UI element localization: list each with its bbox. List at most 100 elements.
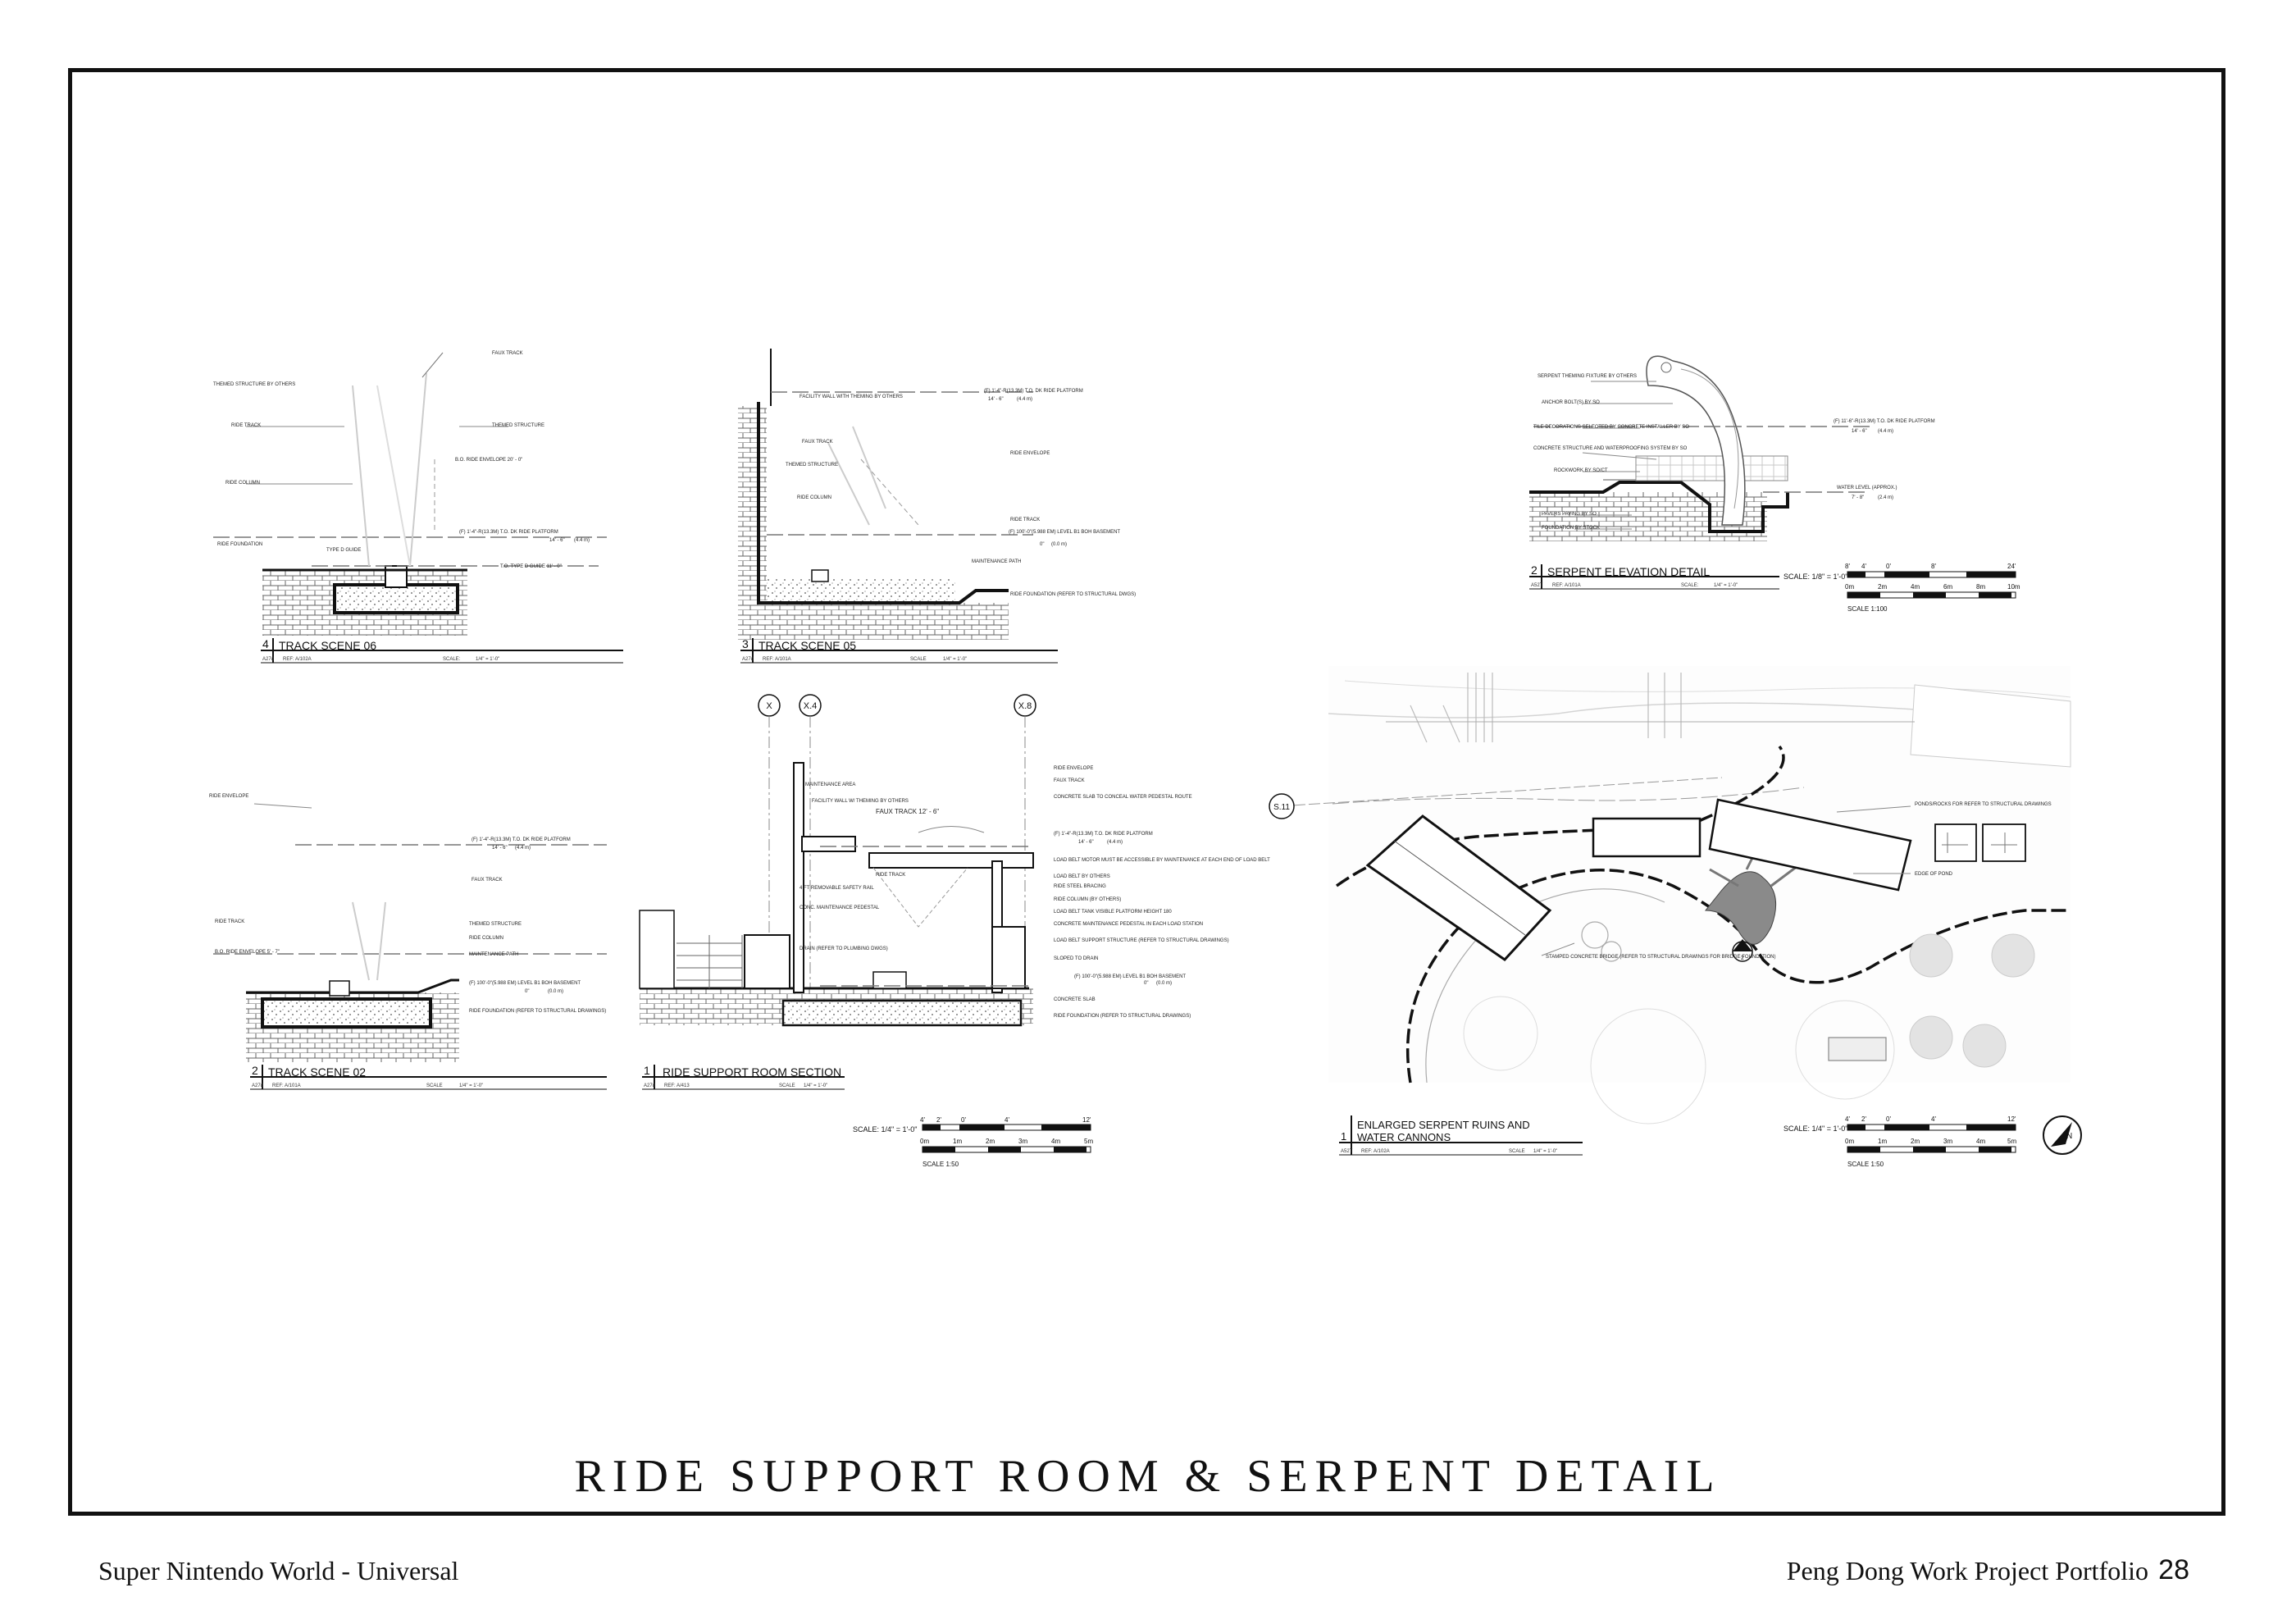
sheet-ref: A27d [644,1083,655,1088]
note: MAINTENANCE PATH [972,559,1021,564]
note: ANCHOR BOLT(S) BY SO [1542,400,1600,405]
note: 0" [1144,981,1148,986]
drawing-title: TRACK SCENE 06 [279,639,376,652]
scale-value: 1/4" = 1'-0" [476,657,499,662]
note: RIDE TRACK [876,873,905,878]
note: CONCRETE STRUCTURE AND WATERPROOFING SYS… [1533,446,1688,451]
scale-bar-label: SCALE: 1/4" = 1'-0" [1784,1124,1847,1133]
note: (4.4 m) [574,538,590,543]
note: 14' - 6" [1852,429,1867,434]
note: (F) 100'-0"(5.988 EM) LEVEL B1 BOH BASEM… [1009,530,1120,535]
note: T.O. TYPE D GUIDE 11' - 0" [500,564,562,569]
reference: REF: A/101A [272,1083,301,1088]
note: RIDE FOUNDATION (REFER TO STRUCTURAL DWG… [1010,592,1136,597]
scale-tick: 2m [986,1138,995,1145]
note: LOAD BELT MOTOR MUST BE ACCESSIBLE BY MA… [1054,858,1270,863]
footer-project-name: Super Nintendo World - Universal [98,1556,459,1585]
note: 14' - 6" [1078,840,1094,845]
note: CONCRETE SLAB [1054,997,1096,1002]
note: DRAIN (REFER TO PLUMBING DWGS) [800,947,888,951]
footer-portfolio-name: Peng Dong Work Project Portfolio [1787,1556,2196,1586]
note: B.O. RIDE ENVELOPE 5' - 7" [215,950,280,955]
drawing-title: TRACK SCENE 02 [268,1065,366,1079]
scale-tick: 1m [953,1138,962,1145]
scale-tick: 0' [1886,1115,1891,1123]
scale-tick: 0m [920,1138,929,1145]
drawing-title: TRACK SCENE 05 [758,639,856,652]
note: THEMED STRUCTURE [469,922,522,927]
scale-value: 1/4" = 1'-0" [459,1083,483,1088]
scale-tick: 4m [1976,1138,1985,1145]
note: RIDE COLUMN [226,481,260,486]
note: FAUX TRACK [802,440,833,445]
note: (4.4 m) [515,846,531,851]
note: RIDE FOUNDATION [217,542,262,547]
note: RIDE TRACK [231,423,261,428]
drawing-title-line-2: WATER CANNONS [1357,1131,1451,1143]
note: CONCRETE SLAB TO CONCEAL WATER PEDESTAL … [1054,795,1192,800]
reference: REF: A/101A [1552,583,1581,588]
scale-tick: 0m [1845,1138,1854,1145]
scale-tick: 0' [1886,563,1891,570]
sheet-ref: A52T [1341,1149,1353,1154]
note: MAINTENANCE AREA [805,782,855,787]
scale-ratio: SCALE 1:50 [1847,1161,1884,1168]
sheet-ref: A27d [252,1083,263,1088]
scale-bar: SCALE: 1/4" = 1'-0" 4' 2' 0' 4' 12' 0m 1… [853,1116,1093,1168]
note: FACILITY WALL WITH THEMING BY OTHERS [800,395,903,399]
note: SERPENT THEMING FIXTURE BY OTHERS [1538,374,1637,379]
drawing-ride-support-room-section: X X.4 X.8 RIDE ENVELOPE FAUX [639,694,1270,1168]
scale-tick: 5m [2007,1138,2016,1145]
drawing-number: 2 [1531,563,1538,577]
scale-label: SCALE [426,1083,443,1088]
scale-tick: 8m [1976,583,1985,591]
scale-tick: 12' [1082,1116,1091,1124]
scale-tick: 2m [1911,1138,1920,1145]
note: FAUX TRACK 12' - 6" [876,808,939,815]
scale-bar-label: SCALE: 1/8" = 1'-0" [1784,573,1847,581]
note: LOAD BELT SUPPORT STRUCTURE (REFER TO ST… [1054,938,1229,943]
scale-tick: 2' [1861,1115,1866,1123]
note: (4.4 m) [1017,397,1032,402]
note: FOUNDATION BY STOCK [1542,526,1600,531]
scale-tick: 4' [1931,1115,1936,1123]
note: 4 FT REMOVABLE SAFETY RAIL [800,886,874,891]
note: RIDE COLUMN [797,495,831,500]
scale-tick: 4' [1004,1116,1009,1124]
note: (0.0 m) [1156,981,1172,986]
note: 14' - 6" [492,846,508,851]
scale-label: SCALE [910,657,927,662]
scale-tick: 0' [961,1116,966,1124]
scale-tick: 5m [1084,1138,1093,1145]
scale-tick: 6m [1943,583,1952,591]
sheet-frame [68,68,2225,1516]
scale-label: SCALE: [443,657,461,662]
drawing-title-line-1: ENLARGED SERPENT RUINS AND [1357,1119,1530,1131]
scale-tick: 1m [1878,1138,1887,1145]
note: B.O. RIDE ENVELOPE 20' - 0" [455,458,522,463]
scale-ratio: SCALE 1:100 [1847,605,1888,613]
scale-bar: SCALE: 1/4" = 1'-0" 4' 2' 0' 4' 12' 0m 1… [1784,1115,2016,1168]
scale-tick: 4m [1911,583,1920,591]
note: (4.4 m) [1107,840,1123,845]
note: RIDE ENVELOPE [1054,766,1093,771]
drawing-track-scene-06: FAUX TRACK THEMED STRUCTURE BY OTHERS TH… [213,351,623,664]
scale-tick: 8' [1931,563,1936,570]
sheet-ref: A27d [742,657,754,662]
note: 14' - 6" [549,538,565,543]
drawing-number: 3 [742,637,749,650]
reference: REF: A/102A [283,657,312,662]
note: LOAD BELT BY OTHERS [1054,874,1110,879]
scale-label: SCALE: [1681,583,1699,588]
scale-tick: 4' [1861,563,1866,570]
note: RIDE STEEL BRACING [1054,884,1106,889]
note: RIDE FOUNDATION (REFER TO STRUCTURAL DRA… [1054,1014,1191,1019]
scale-ratio: SCALE 1:50 [922,1161,959,1168]
scale-label: SCALE [1509,1149,1525,1154]
note: RIDE FOUNDATION (REFER TO STRUCTURAL DRA… [469,1009,606,1014]
scale-tick: 10m [2007,583,2020,591]
scale-bar-label: SCALE: 1/4" = 1'-0" [853,1125,917,1134]
scale-tick: 12' [2007,1115,2016,1123]
note: 7' - 8" [1852,495,1864,500]
